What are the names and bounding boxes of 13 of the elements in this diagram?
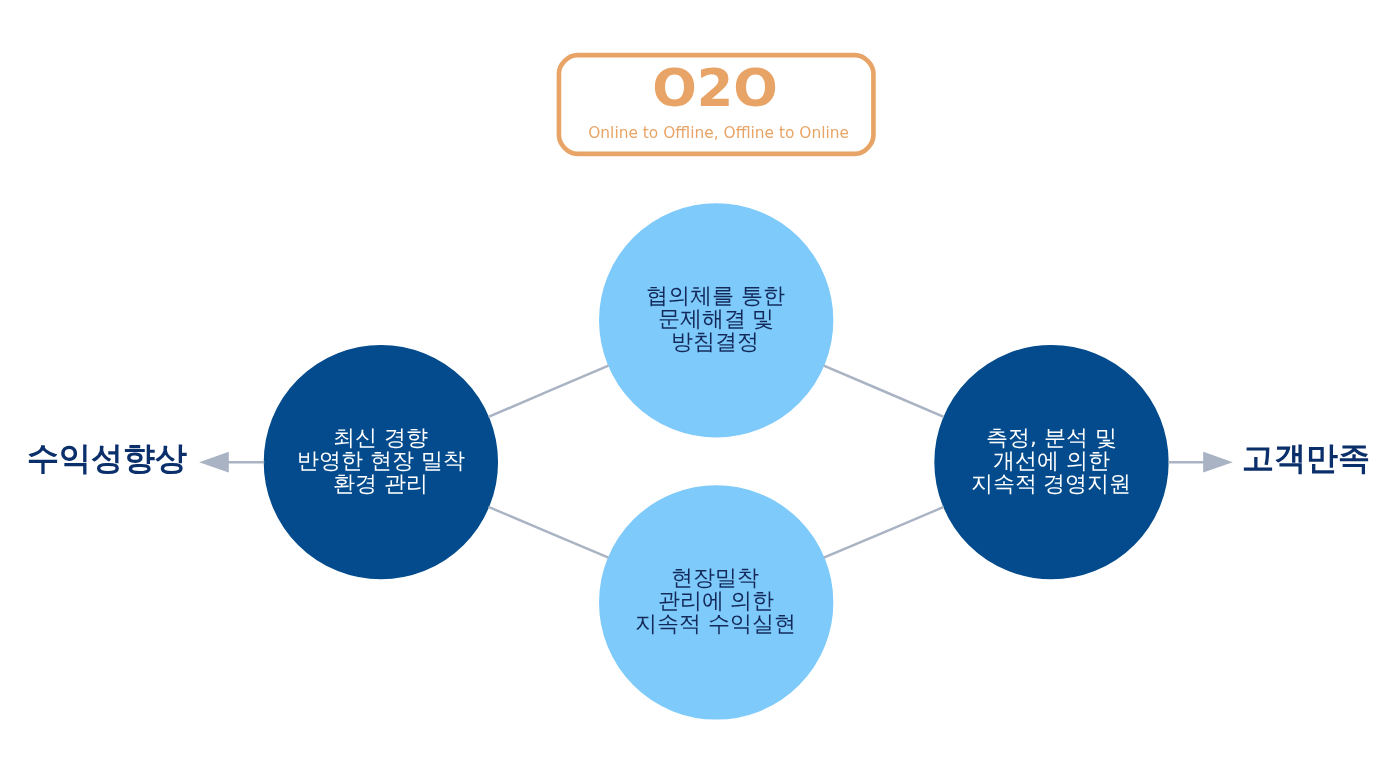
arrow [199, 451, 265, 473]
connector [823, 364, 945, 418]
node-circle: 측정, 분석 및 개선에 의한 지속적 경영지원 [934, 345, 1169, 580]
node-circle: 현장밀착 관리에 의한 지속적 수익실현 [599, 485, 834, 720]
node-box: O2O Online to Offline, Offline to Online [556, 52, 876, 157]
node-text: 고객만족 [1241, 438, 1370, 477]
connector [488, 505, 609, 559]
connector [487, 364, 609, 419]
node-circle: 최신 경향 반영한 현장 밀착 환경 관리 [263, 345, 499, 580]
node-circle: 협의체를 통한 문제해결 및 방침결정 [599, 203, 834, 438]
arrow [1168, 451, 1233, 473]
node-text: 수익성향상 [27, 438, 188, 477]
connector [823, 505, 945, 559]
